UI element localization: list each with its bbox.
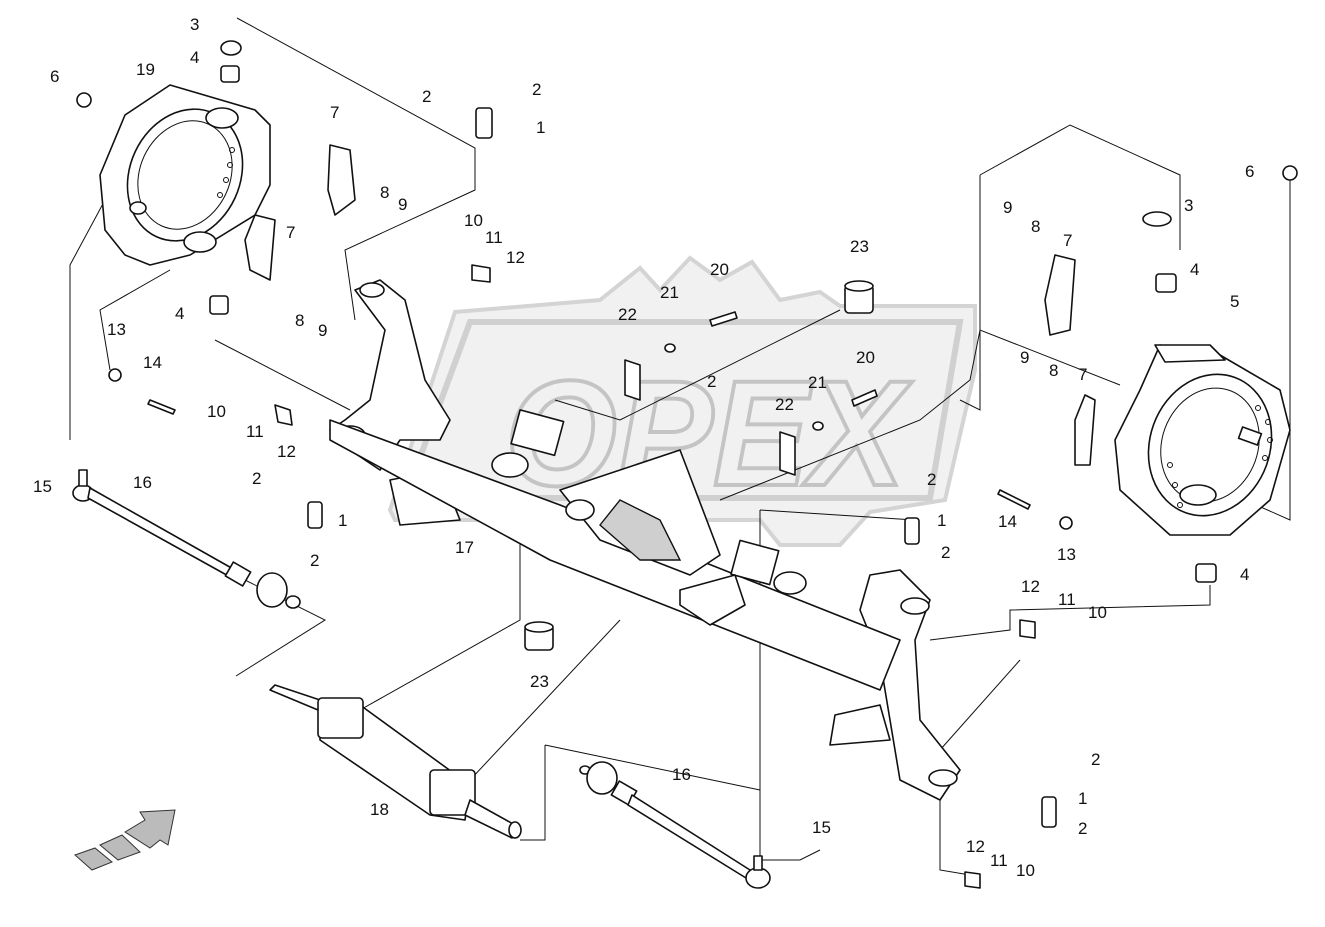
right-hub-housing xyxy=(1114,344,1291,536)
callout-label: 9 xyxy=(1020,348,1029,367)
callout-label: 8 xyxy=(380,183,389,202)
axle-beam xyxy=(329,409,901,691)
right-tie-rod xyxy=(579,761,771,889)
callout-label: 20 xyxy=(710,260,729,279)
callout-label: 1 xyxy=(1078,789,1087,808)
callout-label: 12 xyxy=(966,837,985,856)
callout-label: 23 xyxy=(850,237,869,256)
callout-label: 9 xyxy=(1003,198,1012,217)
callout-label: 20 xyxy=(856,348,875,367)
callout-label: 4 xyxy=(1190,260,1199,279)
callout-label: 23 xyxy=(530,672,549,691)
callout-label: 10 xyxy=(1088,603,1107,622)
callout-label: 10 xyxy=(464,211,483,230)
callout-label: 15 xyxy=(33,477,52,496)
callout-label: 3 xyxy=(1184,196,1193,215)
callout-label: 4 xyxy=(190,48,199,67)
callout-label: 11 xyxy=(485,228,503,247)
right-steering-knuckle xyxy=(829,569,961,801)
callout-label: 2 xyxy=(310,551,319,570)
callout-label: 8 xyxy=(1049,361,1058,380)
callout-label: 19 xyxy=(136,60,155,79)
callout-label: 12 xyxy=(277,442,296,461)
callout-label: 9 xyxy=(398,195,407,214)
callout-label: 8 xyxy=(1031,217,1040,236)
callout-label: 11 xyxy=(246,422,264,441)
callout-label: 2 xyxy=(927,470,936,489)
callout-label: 22 xyxy=(618,305,637,324)
callout-label: 2 xyxy=(532,80,541,99)
callout-label: 2 xyxy=(422,87,431,106)
callout-label: 21 xyxy=(660,283,679,302)
callout-label: 8 xyxy=(295,311,304,330)
callout-label: 10 xyxy=(1016,861,1035,880)
callout-label: 7 xyxy=(286,223,295,242)
callout-label: 14 xyxy=(143,353,162,372)
callout-label: 7 xyxy=(1063,231,1072,250)
callout-label: 7 xyxy=(330,103,339,122)
callout-label: 16 xyxy=(672,765,691,784)
callout-label: 11 xyxy=(990,851,1008,870)
callout-label: 9 xyxy=(318,321,327,340)
callout-label: 4 xyxy=(175,304,184,323)
callout-label: 12 xyxy=(506,248,525,267)
callout-label: 4 xyxy=(1240,565,1249,584)
callout-label: 14 xyxy=(998,512,1017,531)
bushings xyxy=(524,280,874,651)
callout-label: 13 xyxy=(107,320,126,339)
callout-label: 2 xyxy=(941,543,950,562)
left-tie-rod xyxy=(72,469,301,609)
left-hub-housing xyxy=(99,84,271,266)
callout-label: 1 xyxy=(937,511,946,530)
callout-label: 7 xyxy=(1078,365,1087,384)
callout-label: 18 xyxy=(370,800,389,819)
callout-label: 11 xyxy=(1058,590,1076,609)
callout-label: 15 xyxy=(812,818,831,837)
callout-label: 1 xyxy=(536,118,545,137)
callout-label: 12 xyxy=(1021,577,1040,596)
callout-labels: 3 4 6 19 2 2 1 7 8 9 7 10 11 12 8 9 4 13… xyxy=(33,15,1254,880)
direction-arrow-icon xyxy=(74,809,176,871)
callout-label: 5 xyxy=(1230,292,1239,311)
callout-label: 2 xyxy=(1078,819,1087,838)
callout-label: 22 xyxy=(775,395,794,414)
callout-label: 16 xyxy=(133,473,152,492)
leader-lines xyxy=(69,17,1291,876)
callout-label: 6 xyxy=(50,67,59,86)
callout-label: 6 xyxy=(1245,162,1254,181)
callout-label: 2 xyxy=(707,372,716,391)
steering-cylinder xyxy=(269,684,522,839)
callout-label: 2 xyxy=(1091,750,1100,769)
callout-label: 3 xyxy=(190,15,199,34)
callout-label: 13 xyxy=(1057,545,1076,564)
small-parts xyxy=(76,40,1298,889)
callout-label: 17 xyxy=(455,538,474,557)
callout-label: 21 xyxy=(808,373,827,392)
callout-label: 1 xyxy=(338,511,347,530)
callout-label: 10 xyxy=(207,402,226,421)
callout-label: 2 xyxy=(252,469,261,488)
